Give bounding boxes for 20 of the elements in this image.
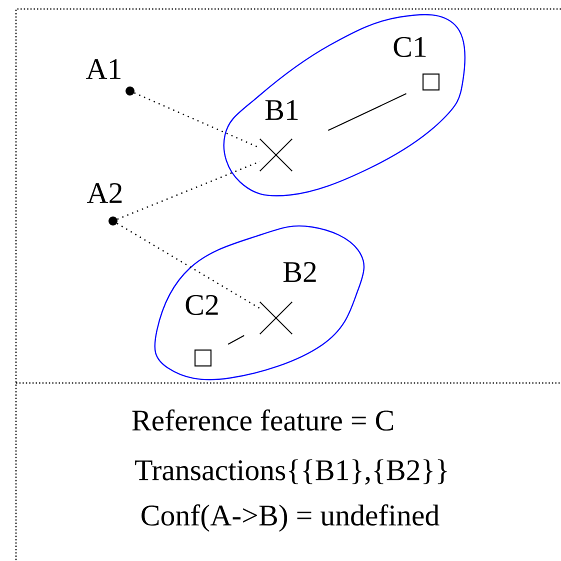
cluster-outline bbox=[154, 225, 365, 380]
note-text: Conf(A->B) = undefined bbox=[142, 504, 440, 532]
note-text: Reference feature = C bbox=[132, 409, 394, 431]
link-line bbox=[328, 93, 406, 131]
square-mark bbox=[422, 73, 440, 91]
point-label: C2 bbox=[186, 294, 218, 316]
point-label: C1 bbox=[394, 36, 426, 58]
dotted-link bbox=[116, 222, 260, 309]
point-label: A1 bbox=[86, 59, 120, 79]
point-dot bbox=[126, 86, 134, 96]
point-label: B1 bbox=[265, 100, 298, 120]
cross-mark bbox=[259, 138, 293, 172]
point-label: B2 bbox=[283, 262, 316, 282]
link-line bbox=[228, 334, 244, 345]
point-label: A2 bbox=[87, 183, 122, 203]
note-text: Transactions{{B1},{B2}} bbox=[135, 459, 447, 485]
point-dot bbox=[108, 216, 118, 226]
square-mark bbox=[194, 349, 212, 367]
cross-mark bbox=[259, 301, 293, 335]
cluster-outline bbox=[223, 14, 466, 196]
